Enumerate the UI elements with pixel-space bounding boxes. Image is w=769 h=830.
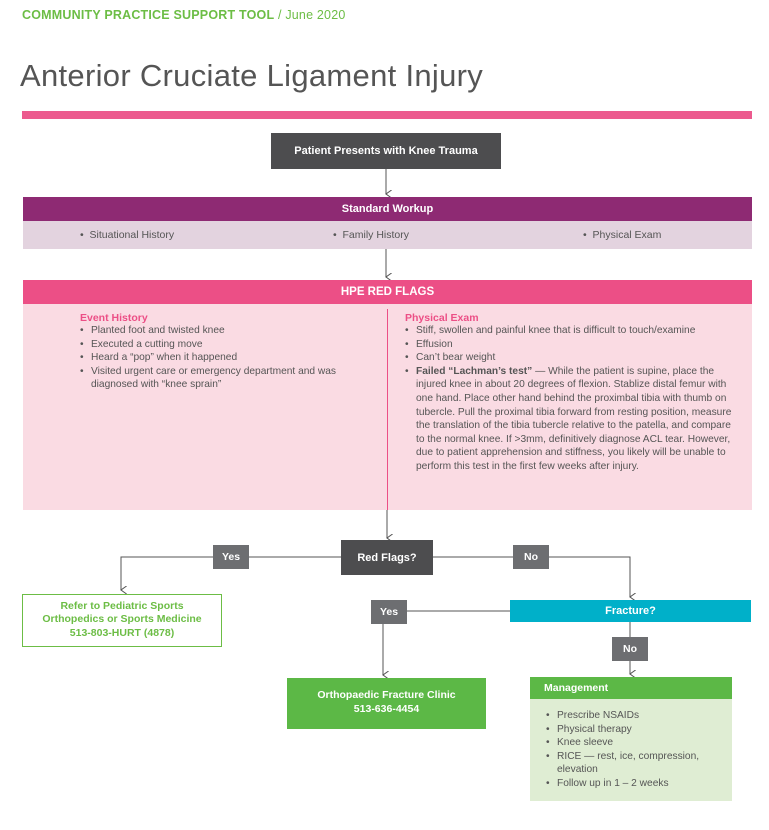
fracture-no-label: No <box>612 637 648 661</box>
list-item: Physical therapy <box>546 723 726 737</box>
red-flags-decision: Red Flags? <box>341 540 433 575</box>
fracture-clinic-box: Orthopaedic Fracture Clinic 513-636-4454 <box>287 678 486 729</box>
fracture-decision: Fracture? <box>510 600 751 622</box>
hpe-red-flags-header: HPE RED FLAGS <box>23 280 752 304</box>
physical-exam-list: Stiff, swollen and painful knee that is … <box>405 324 740 474</box>
start-node: Patient Presents with Knee Trauma <box>271 133 501 169</box>
physical-exam-title: Physical Exam <box>405 312 479 324</box>
header-brand: COMMUNITY PRACTICE SUPPORT TOOL / June 2… <box>22 8 346 22</box>
fracture-clinic-phone: 513-636-4454 <box>353 703 420 715</box>
physical-exam-section: Physical Exam Stiff, swollen and painful… <box>405 312 740 474</box>
title-underline-bar <box>22 111 752 119</box>
list-item: Knee sleeve <box>546 736 726 750</box>
list-item: Heard a “pop” when it happened <box>80 351 360 365</box>
lachman-description: — While the patient is supine, place the… <box>416 365 732 472</box>
workup-items: • Situational History • Family History •… <box>23 221 752 249</box>
event-history-title: Event History <box>80 312 148 324</box>
list-item: RICE — rest, ice, compression, elevation <box>546 750 726 777</box>
yes-label: Yes <box>213 545 249 569</box>
fracture-yes-label: Yes <box>371 600 407 624</box>
list-item: Planted foot and twisted knee <box>80 324 360 338</box>
no-label: No <box>513 545 549 569</box>
brand-separator: / <box>274 8 286 22</box>
refer-line-1: Refer to Pediatric Sports <box>60 600 184 612</box>
list-item: Executed a cutting move <box>80 338 360 352</box>
refer-line-2: Orthopedics or Sports Medicine <box>42 613 202 626</box>
list-item-lachman: Failed “Lachman’s test” — While the pati… <box>405 365 740 474</box>
management-list: Prescribe NSAIDs Physical therapy Knee s… <box>546 709 726 791</box>
connector-no-fracture <box>433 556 630 597</box>
list-item: Visited urgent care or emergency departm… <box>80 365 360 392</box>
brand-date: June 2020 <box>285 8 346 22</box>
connector-yes-refer <box>121 556 341 590</box>
list-item: Prescribe NSAIDs <box>546 709 726 723</box>
management-section: Prescribe NSAIDs Physical therapy Knee s… <box>546 709 726 791</box>
fracture-clinic-name: Orthopaedic Fracture Clinic <box>317 689 456 701</box>
hpe-column-divider <box>387 309 388 510</box>
event-history-list: Planted foot and twisted knee Executed a… <box>80 324 360 392</box>
list-item: Can’t bear weight <box>405 351 740 365</box>
brand-name: COMMUNITY PRACTICE SUPPORT TOOL <box>22 8 275 22</box>
list-item: Follow up in 1 – 2 weeks <box>546 777 726 791</box>
event-history-section: Event History Planted foot and twisted k… <box>80 312 360 392</box>
refer-sports-medicine-box: Refer to Pediatric Sports Orthopedics or… <box>22 594 222 647</box>
workup-header: Standard Workup <box>23 197 752 221</box>
management-header: Management <box>530 677 732 699</box>
workup-item: • Family History <box>333 229 410 241</box>
workup-item: • Physical Exam <box>583 229 662 241</box>
list-item: Stiff, swollen and painful knee that is … <box>405 324 740 338</box>
refer-phone: 513-803-HURT (4878) <box>69 626 175 639</box>
page-title: Anterior Cruciate Ligament Injury <box>20 58 484 93</box>
list-item: Effusion <box>405 338 740 352</box>
workup-item: • Situational History <box>80 229 175 241</box>
lachman-label: Failed “Lachman’s test” <box>416 365 533 377</box>
